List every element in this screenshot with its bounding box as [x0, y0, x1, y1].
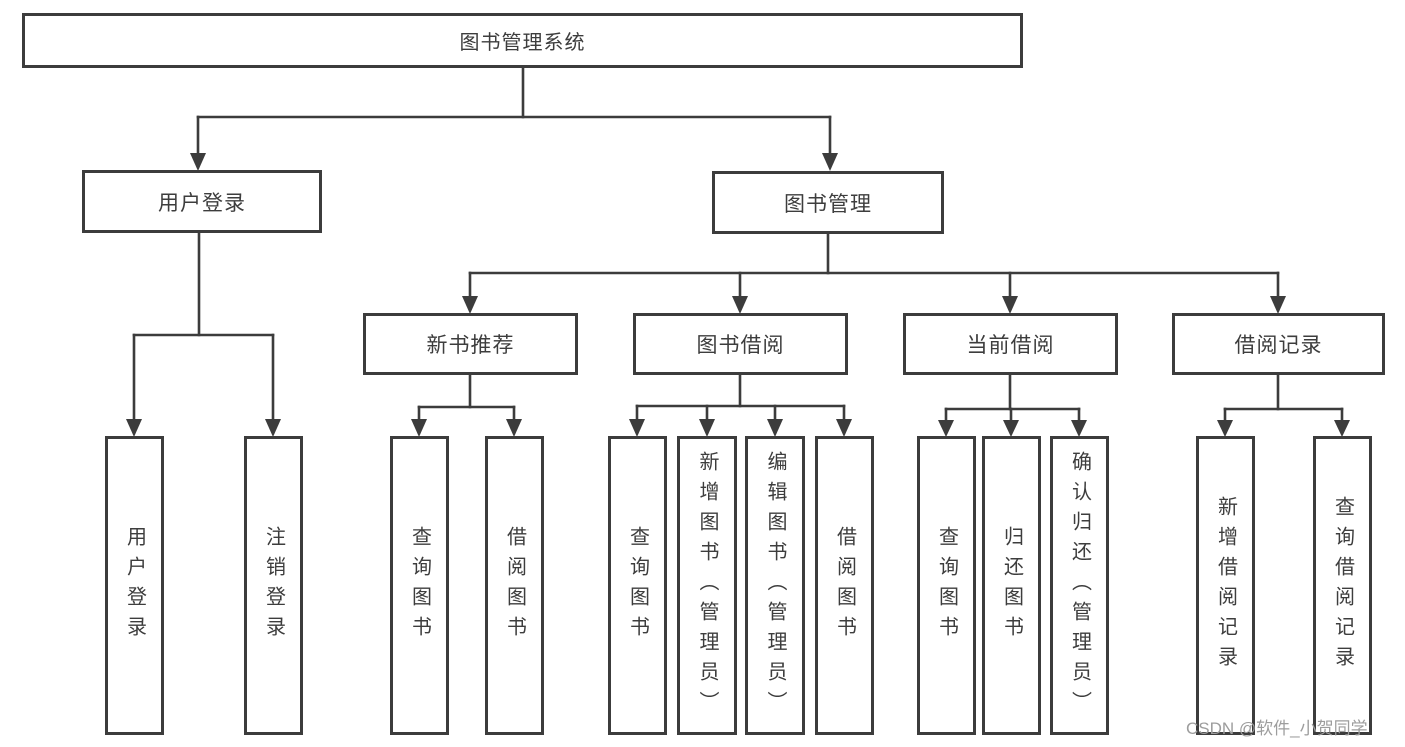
arrow-down-icon: [190, 153, 206, 171]
connector-book-borrow-to-leaves: [629, 373, 852, 437]
arrow-down-icon: [699, 419, 715, 437]
arrow-down-icon: [629, 419, 645, 437]
leaf-query-books-current: 查询图书: [917, 436, 976, 735]
leaf-user-login: 用户登录: [105, 436, 164, 735]
connector-borrow-records-to-leaves: [1217, 373, 1350, 437]
arrow-down-icon: [411, 419, 427, 437]
arrow-down-icon: [265, 419, 281, 437]
arrow-down-icon: [126, 419, 142, 437]
arrow-down-icon: [767, 419, 783, 437]
leaf-query-books-recommend: 查询图书: [390, 436, 449, 735]
leaf-borrow-books-recommend: 借阅图书: [485, 436, 544, 735]
arrow-down-icon: [836, 419, 852, 437]
leaf-borrow-books: 借阅图书: [815, 436, 874, 735]
arrow-down-icon: [1217, 420, 1233, 437]
leaf-return-books: 归还图书: [982, 436, 1041, 735]
connector-user-login-to-leaves: [126, 230, 281, 437]
arrow-down-icon: [1334, 420, 1350, 437]
arrow-down-icon: [1270, 296, 1286, 314]
arrow-down-icon: [462, 296, 478, 314]
arrow-down-icon: [1071, 420, 1087, 437]
arrow-down-icon: [506, 419, 522, 437]
leaf-query-borrow-record: 查询借阅记录: [1313, 436, 1372, 735]
arrow-down-icon: [1002, 296, 1018, 314]
node-new-book-recommend: 新书推荐: [363, 313, 578, 375]
node-book-management: 图书管理: [712, 171, 944, 234]
leaf-edit-book-admin: 编辑图书（管理员）: [745, 436, 805, 735]
node-book-borrow: 图书借阅: [633, 313, 848, 375]
connector-root-to-level1: [190, 66, 838, 171]
node-borrow-records: 借阅记录: [1172, 313, 1385, 375]
leaf-add-book-admin: 新增图书（管理员）: [677, 436, 737, 735]
connector-book-management-to-level2: [462, 232, 1286, 314]
arrow-down-icon: [1003, 420, 1019, 437]
leaf-logout: 注销登录: [244, 436, 303, 735]
leaf-confirm-return-admin: 确认归还（管理员）: [1050, 436, 1109, 735]
leaf-add-borrow-record: 新增借阅记录: [1196, 436, 1255, 735]
leaf-query-books-borrow: 查询图书: [608, 436, 667, 735]
node-current-borrow: 当前借阅: [903, 313, 1118, 375]
connector-current-borrow-to-leaves: [938, 373, 1087, 437]
node-root: 图书管理系统: [22, 13, 1023, 68]
node-user-login: 用户登录: [82, 170, 322, 233]
connector-new-book-recommend-to-leaves: [411, 373, 522, 437]
arrow-down-icon: [822, 153, 838, 171]
arrow-down-icon: [938, 420, 954, 437]
watermark: CSDN @软件_小贺同学: [1186, 719, 1368, 738]
arrow-down-icon: [732, 296, 748, 314]
